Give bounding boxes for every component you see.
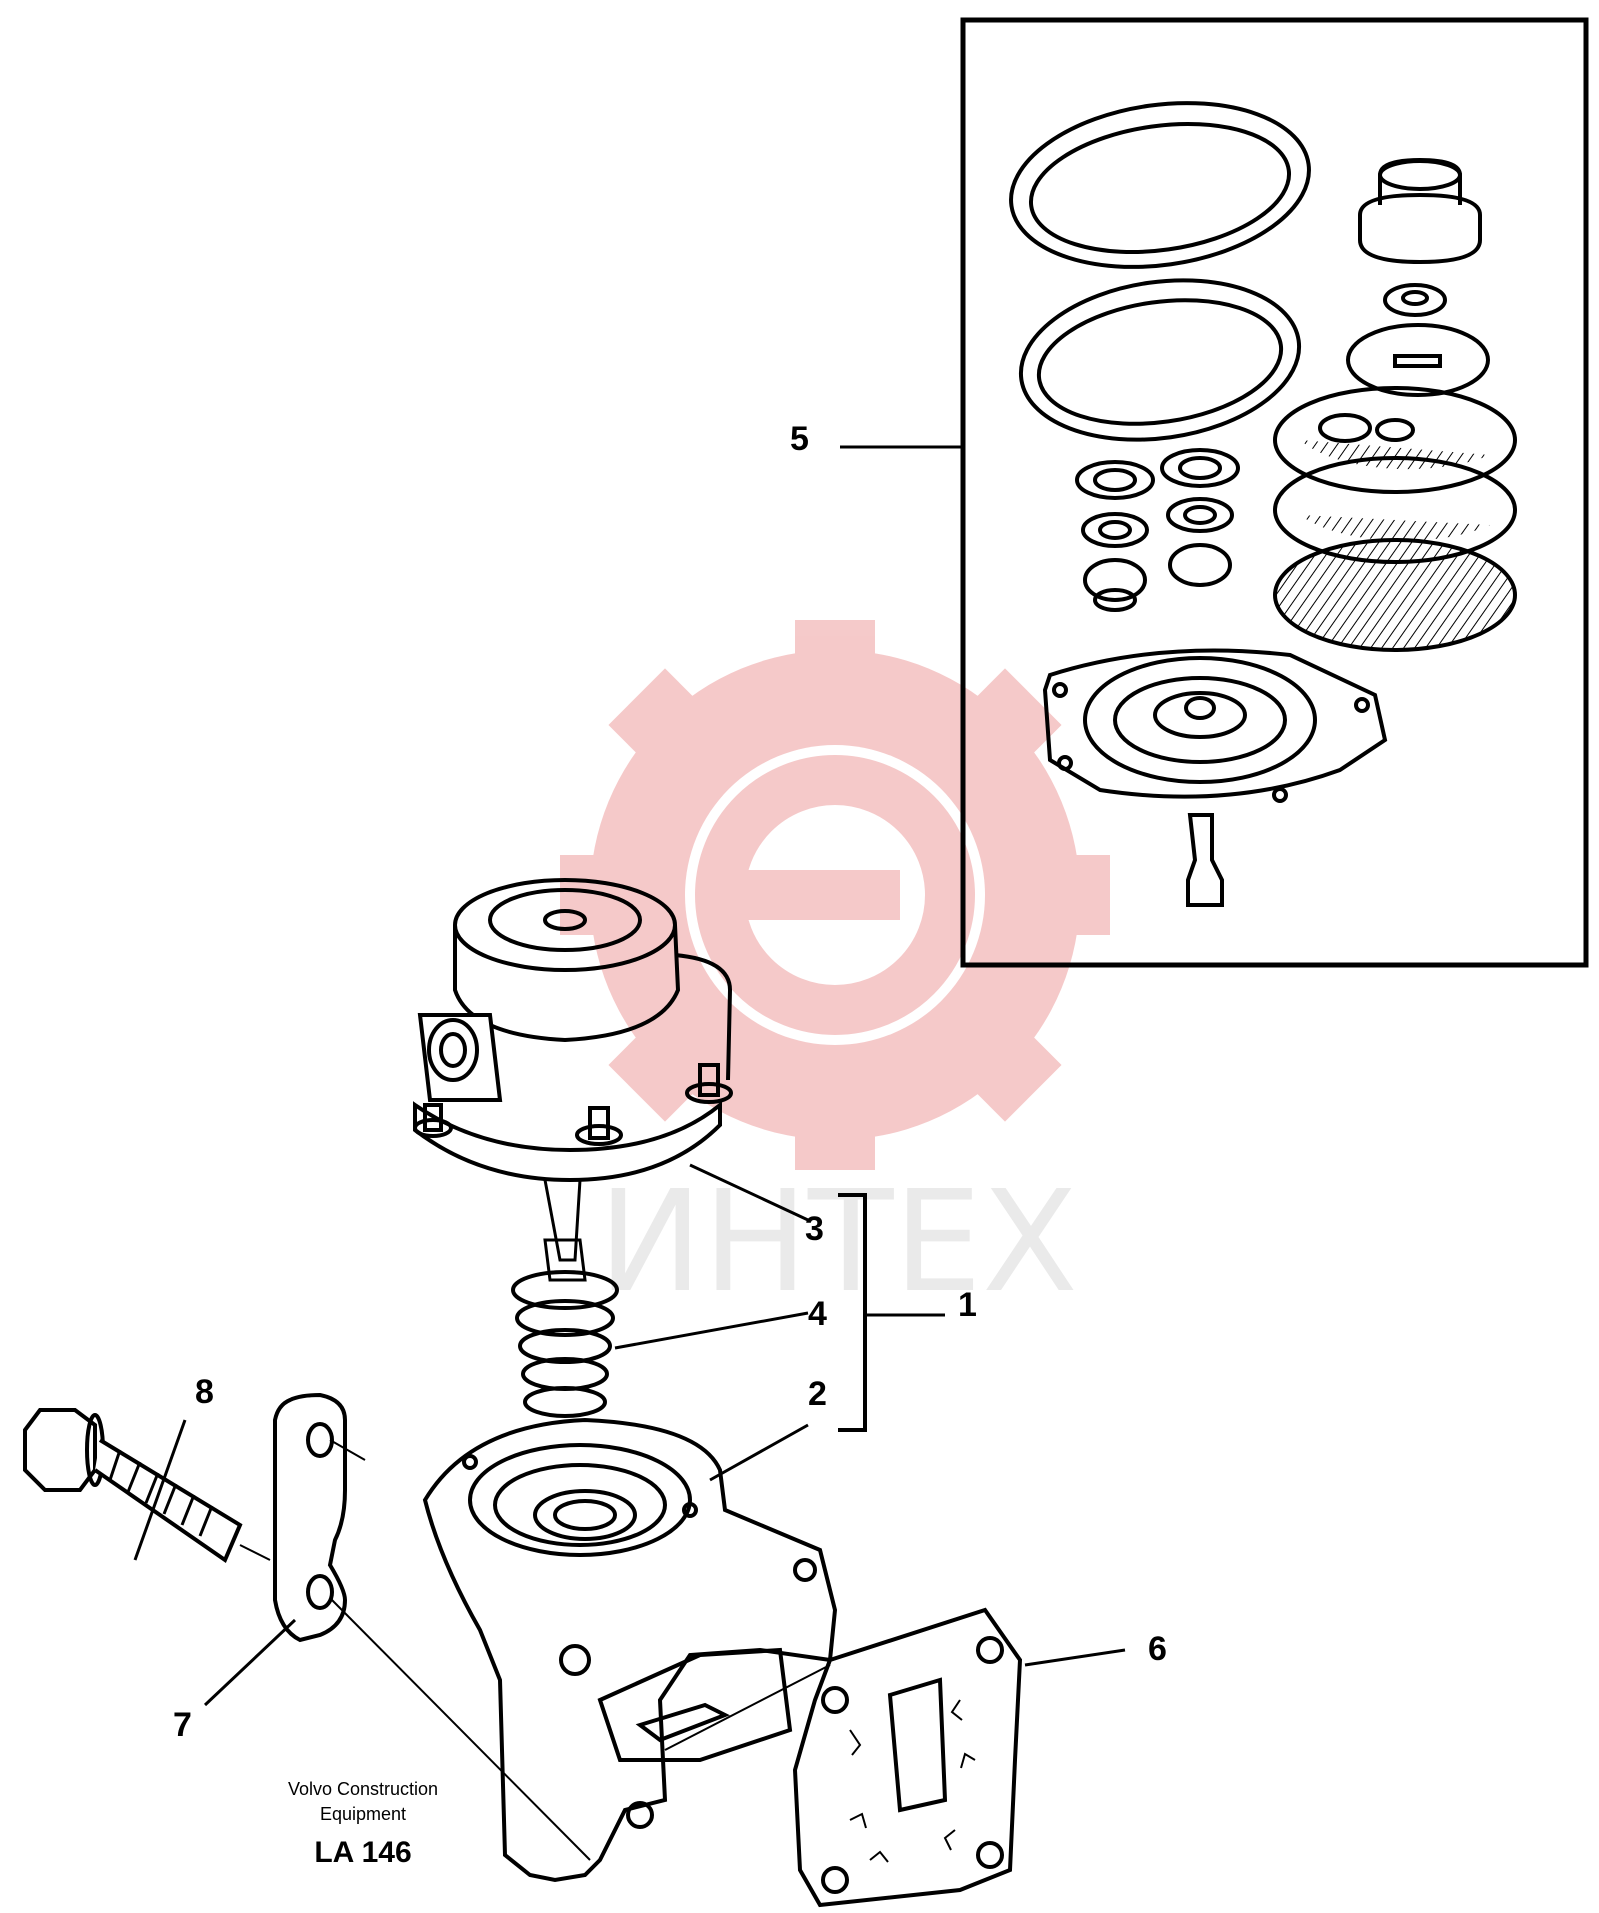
- small-washer-icon: [1383, 283, 1447, 317]
- callout-2: 2: [808, 1375, 827, 1413]
- gear-logo-icon: [560, 620, 1110, 1170]
- valve-assembly-icon: [1075, 448, 1240, 612]
- caption-brand-line2: Equipment: [320, 1804, 406, 1824]
- mounting-bolt-icon: [23, 1408, 271, 1564]
- cover-screw-icon: [413, 1063, 733, 1146]
- caption-drawing-code: LA 146: [314, 1836, 411, 1869]
- flange-gasket-icon: [664, 1607, 1023, 1908]
- valve-cap-icon: [1358, 157, 1482, 265]
- callout-1: 1: [958, 1286, 977, 1324]
- inset-frame: [960, 17, 1589, 968]
- repair-kit-inset: [960, 17, 1589, 968]
- pump-lever-icon: [1186, 813, 1224, 907]
- leader-lines: [133, 445, 1126, 1707]
- callout-5: 5: [790, 420, 809, 458]
- intech-watermark: ИНТЕХ: [560, 620, 1110, 1324]
- callout-3: 3: [805, 1210, 824, 1248]
- diaphragm-plate-icon: [1042, 648, 1388, 803]
- diaphragm-stack-icon: [1273, 386, 1517, 652]
- return-spring-icon: [511, 1270, 619, 1418]
- caption-brand-line1: Volvo Construction: [288, 1779, 438, 1799]
- callout-8: 8: [195, 1373, 214, 1411]
- callout-6: 6: [1148, 1630, 1167, 1668]
- spring-seat-icon: [1346, 323, 1490, 397]
- callout-7: 7: [173, 1706, 192, 1744]
- pump-body-icon: [422, 1417, 868, 1883]
- callout-4: 4: [808, 1295, 827, 1333]
- caption: Volvo Construction Equipment LA 146: [288, 1779, 438, 1869]
- large-seal-ring-icon: [1009, 101, 1311, 269]
- mounting-gasket-icon: [273, 1392, 591, 1861]
- watermark-text: ИНТЕХ: [598, 1161, 1078, 1324]
- medium-seal-ring-icon: [1018, 278, 1302, 442]
- pump-cover-icon: [413, 878, 733, 1282]
